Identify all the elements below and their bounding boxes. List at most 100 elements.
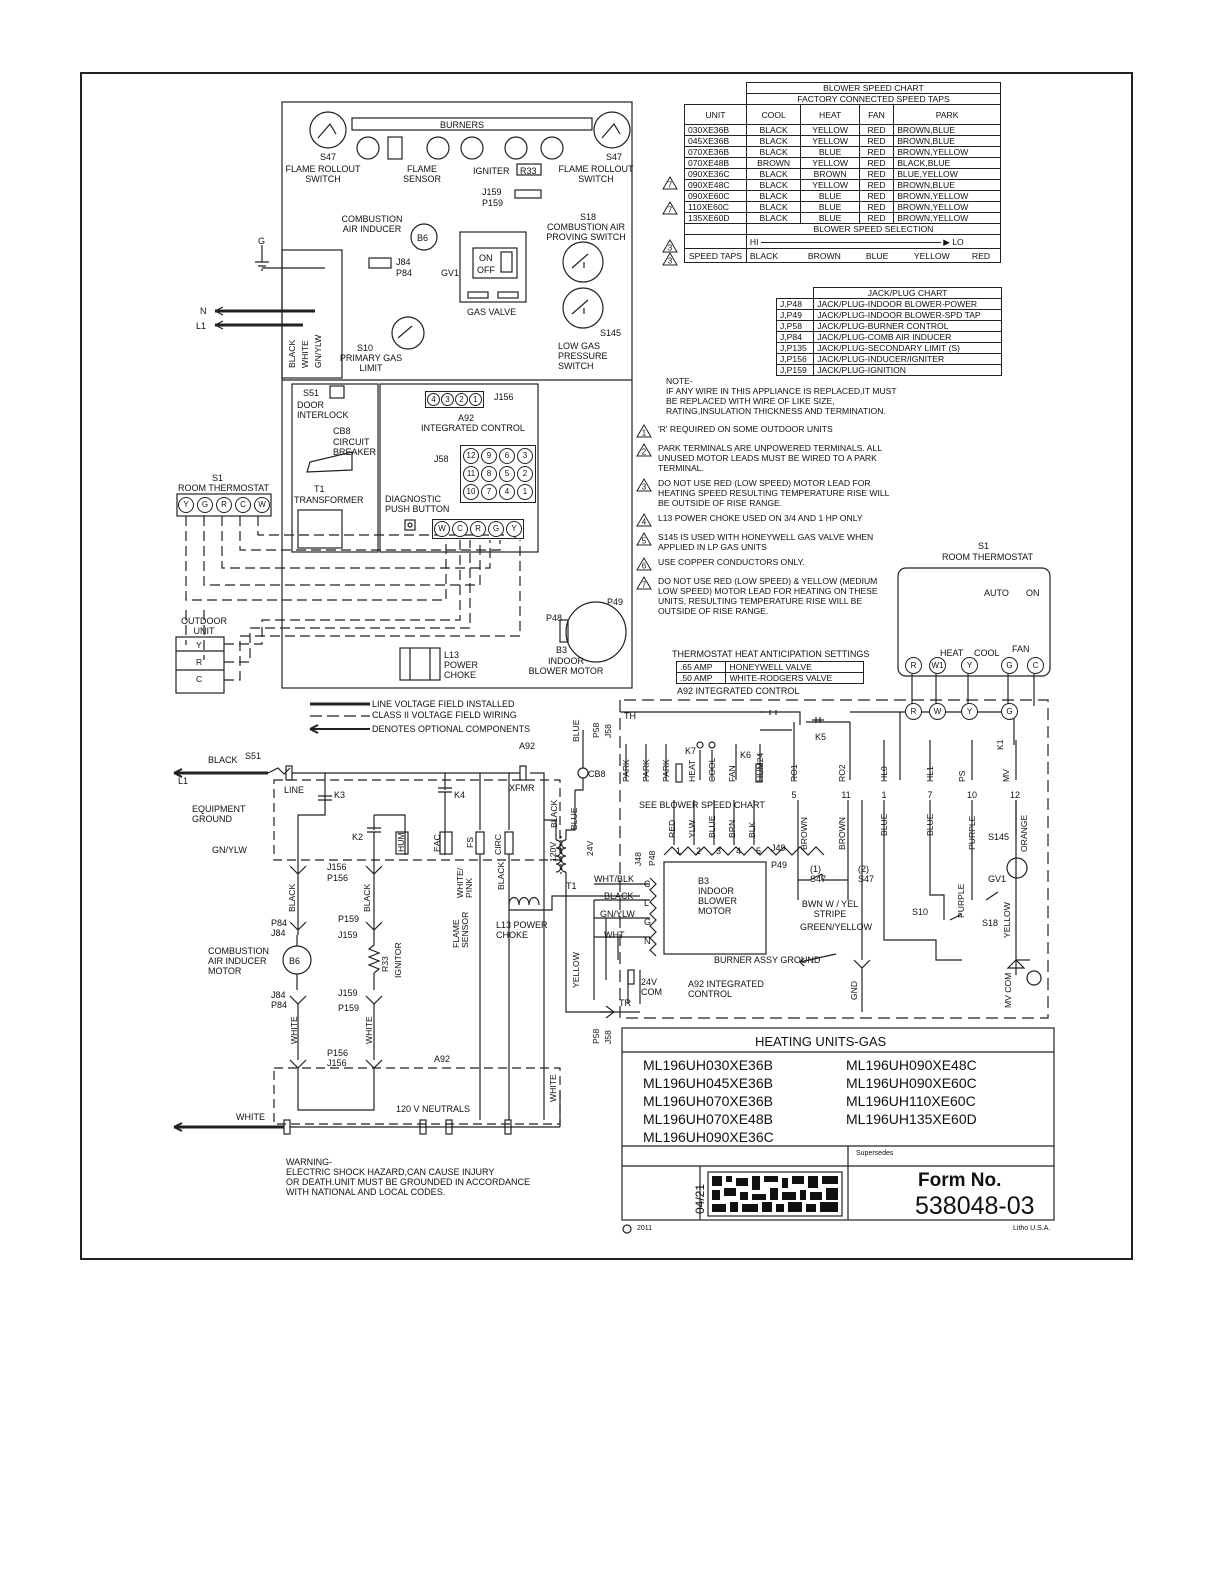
note-text: DO NOT USE RED (LOW SPEED) & YELLOW (MED… <box>658 576 878 616</box>
note-7-marker-icon: 7 <box>662 176 678 195</box>
see-chart-label: SEE BLOWER SPEED CHART <box>639 800 765 810</box>
sch-heat-label: HEAT <box>940 648 964 658</box>
sch-black-ind-label: BLACK <box>287 883 297 912</box>
class-2-field-wiring <box>185 516 521 681</box>
t1-transformer-box <box>297 509 343 549</box>
sch-neutrals-label: 120 V NEUTRALS <box>396 1104 471 1114</box>
s1-label: S1 <box>212 473 224 483</box>
note-7-triangle-icon: 7 <box>636 576 652 590</box>
motor-lead-label: BLACK <box>604 891 634 901</box>
sch-thermostat-terminal-y: Y <box>961 657 978 674</box>
svg-text:7: 7 <box>668 181 673 190</box>
note-3-marker-icon: 3 <box>662 251 678 271</box>
sch-mv-com-label: MV COM <box>1003 972 1013 1008</box>
j58-pin: 1 <box>517 484 533 500</box>
sch-k3-label: K3 <box>334 790 346 800</box>
jack-id: J,P49 <box>775 309 815 321</box>
sch-120v-label: 120V <box>548 841 558 862</box>
s51-door-switch <box>329 385 345 399</box>
ground-and-com <box>627 800 1026 1012</box>
control-term-hum24: HUM24 <box>755 752 765 782</box>
sch-fs-label: FS <box>465 837 475 848</box>
blower-cell-cool: BLACK <box>745 124 802 136</box>
sch-k2-label: K2 <box>352 832 364 842</box>
blower-cell-unit: 090XE60C <box>684 190 747 202</box>
control-term-number: 7 <box>927 790 933 800</box>
sch-auto-label: AUTO <box>984 588 1009 598</box>
sch-black-label: BLACK <box>208 755 238 765</box>
blower-cell-fan: RED <box>858 124 895 136</box>
legend-optional-label: DENOTES OPTIONAL COMPONENTS <box>372 724 531 734</box>
sch-yellow-gv-label: YELLOW <box>1002 902 1012 938</box>
j58-pin: 10 <box>463 484 479 500</box>
outdoor-terminal-c: C <box>196 674 203 684</box>
blower-cell-fan: RED <box>858 135 895 147</box>
model-number: ML196UH110XE60C <box>846 1093 976 1109</box>
j58-pin: 9 <box>481 448 497 464</box>
sch-j156b-label: J156 <box>327 1058 347 1068</box>
note-text: 'R' REQUIRED ON SOME OUTDOOR UNITS <box>658 424 833 434</box>
j84-plug <box>368 257 392 269</box>
tap-yellow: YELLOW <box>913 250 950 261</box>
blower-cell-unit: 070XE48B <box>684 157 747 169</box>
control-internals <box>620 710 1017 1013</box>
sch-j49-label: J49 <box>771 843 786 853</box>
sch-burner-ground-label: BURNER ASSY GROUND <box>714 955 821 965</box>
j58-pin: 12 <box>463 448 479 464</box>
sch-eac-label: EAC <box>432 834 442 852</box>
j156-pin: 3 <box>441 393 454 406</box>
burner-bar <box>351 117 593 131</box>
model-number: ML196UH030XE36B <box>643 1057 773 1073</box>
burner-circles <box>356 136 564 160</box>
diagnostic-push-label: DIAGNOSTIC PUSH BUTTON <box>385 494 450 514</box>
rollout-s47-series <box>797 800 849 900</box>
control-term-number: 12 <box>1009 790 1021 800</box>
blower-cell-heat: BLUE <box>800 190 860 202</box>
tap-color-brn: BRN <box>727 819 737 838</box>
j159-label: J159 <box>482 187 502 197</box>
tap-color-blue: BLUE <box>707 815 717 838</box>
model-number: ML196UH045XE36B <box>643 1075 773 1091</box>
control-term-mv: MV <box>1001 769 1011 782</box>
heating-units-heading: HEATING UNITS-GAS <box>755 1034 887 1049</box>
svg-text:7: 7 <box>642 581 647 590</box>
j58-pin: 5 <box>499 466 515 482</box>
blower-speed-chart: BLOWER SPEED CHART FACTORY CONNECTED SPE… <box>684 82 1002 263</box>
r33-box <box>516 163 542 176</box>
sch-a92-label: A92 <box>519 741 536 751</box>
sch-l1-label: L1 <box>178 776 189 786</box>
j84-label: J84 <box>396 257 411 267</box>
blower-cell-fan: RED <box>858 212 895 224</box>
p48-label: P48 <box>546 613 563 623</box>
sch-cool-label: COOL <box>974 648 1000 658</box>
control-terminal-r: R <box>470 521 486 537</box>
sch-s18-label: S18 <box>982 918 999 928</box>
sch-green-yellow-label: GREEN/YELLOW <box>800 922 873 932</box>
sch-j48-label: J48 <box>633 852 643 866</box>
thermostat-s1-schematic <box>897 567 1051 706</box>
control-term-number: 10 <box>966 790 978 800</box>
sch-thermostat-terminal-c: C <box>1027 657 1044 674</box>
sch-room-thermostat-label: ROOM THERMOSTAT <box>942 552 1033 562</box>
sch-blue-top-label: BLUE <box>571 719 581 742</box>
sch-j159b-label: J159 <box>338 988 358 998</box>
burners-label: BURNERS <box>440 120 485 130</box>
sch-k4-label: K4 <box>454 790 466 800</box>
line-l1-label: L1 <box>196 321 207 331</box>
tap-number: 5 <box>756 846 762 856</box>
jack-id: J,P58 <box>775 320 815 332</box>
tap-black: BLACK <box>749 250 779 261</box>
note-3-triangle-icon: 3 <box>636 478 652 492</box>
col-fan: FAN <box>858 104 895 125</box>
primary-gas-limit-label: PRIMARY GAS LIMIT <box>339 353 403 373</box>
note-7-marker-icon: 7 <box>662 201 678 220</box>
